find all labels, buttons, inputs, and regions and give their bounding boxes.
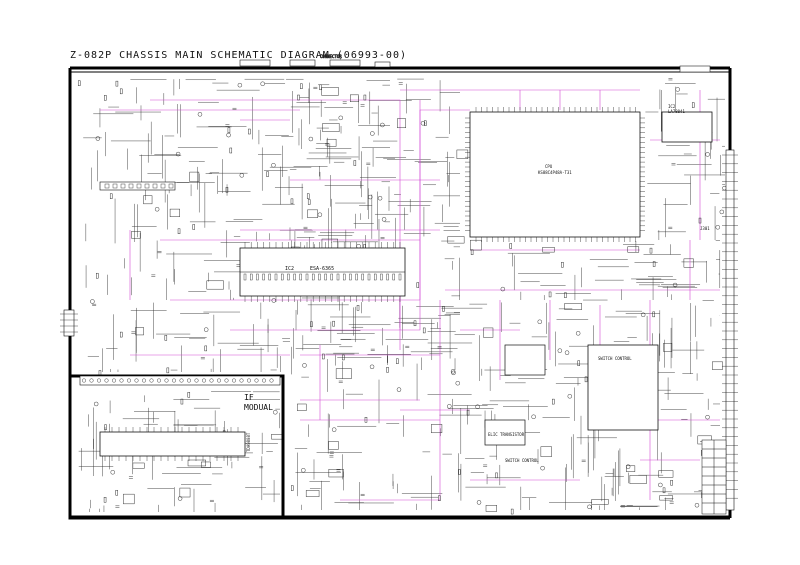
right-connector-label: J301 [700, 226, 710, 231]
if-module-label-2: MODUAL [244, 403, 273, 412]
power-ic-label: SWITCH CONTROL [598, 356, 632, 361]
title-block [701, 439, 727, 515]
if-ic-part: TDA9808T [246, 432, 251, 452]
top-connector-label: CONNECTOR [320, 54, 342, 59]
diagram-title: Z-082P CHASSIS MAIN SCHEMATIC DIAGRAM (0… [70, 50, 407, 61]
ic-jungle: IC2 ESA-6365 [239, 242, 406, 302]
if-module: TDA9808T IF MODUAL [68, 374, 285, 520]
mcu-part: KS88C4P48A-T31 [538, 170, 572, 175]
wire-network [78, 78, 725, 512]
jungle-name: ESA-6365 [310, 266, 334, 272]
ic-power: SWITCH CONTROL ELIC TRANSISTOR SWITCH CO… [484, 344, 659, 463]
top-connectors: CONNECTOR [239, 54, 711, 73]
power-ic-label-b: SWITCH CONTROL [505, 458, 539, 463]
signal-lines [100, 89, 720, 501]
vertical-ref: IC2 [668, 104, 676, 109]
vertical-part: LA78041 [668, 109, 685, 114]
ic-mcu: CPU KS88C4P48A-T31 [465, 107, 645, 242]
left-connector [60, 181, 176, 337]
ic-vertical: IC2 LA78041 [661, 104, 713, 143]
audio-ic-label: ELIC TRANSISTOR [488, 432, 525, 437]
if-module-label-1: IF [244, 393, 254, 402]
mcu-label: CPU [545, 164, 553, 169]
jungle-ref: IC2 [285, 266, 294, 272]
